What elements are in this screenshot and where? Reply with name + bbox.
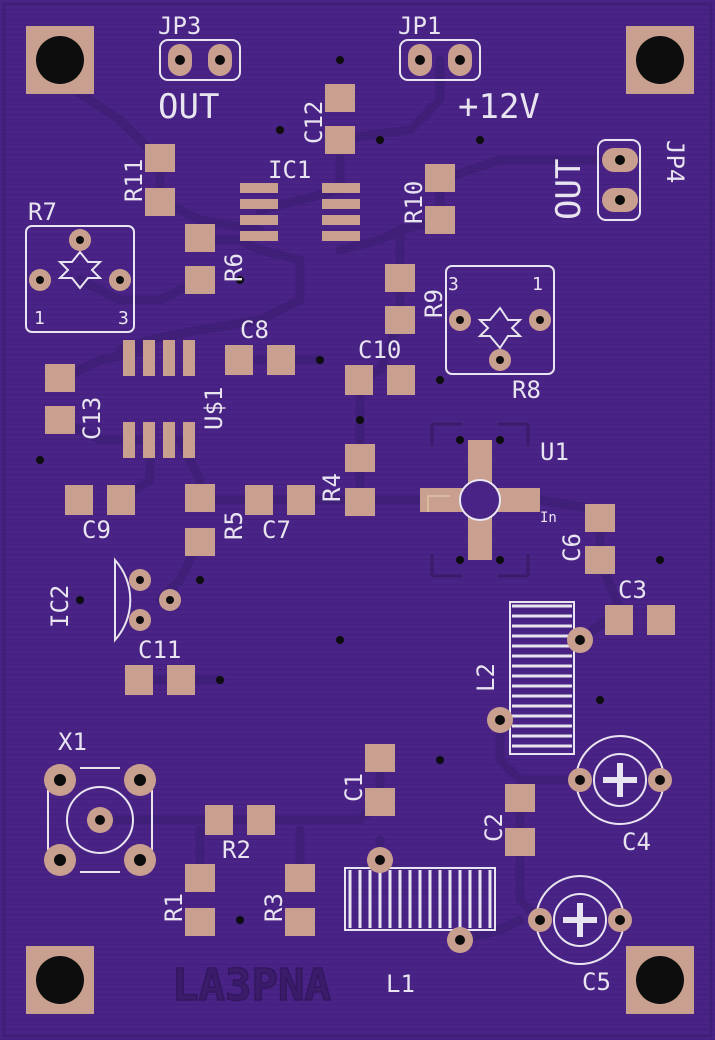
- label-r10: R10: [400, 181, 428, 224]
- label-r6: R6: [220, 253, 248, 282]
- label-c4: C4: [622, 828, 651, 856]
- label-c2: C2: [480, 813, 508, 842]
- label-r7-pin1: 1: [34, 308, 45, 329]
- ic1-package: [240, 183, 360, 241]
- inductor-l2: [487, 601, 593, 755]
- label-r1: R1: [160, 893, 188, 922]
- label-jp4: JP4: [661, 140, 689, 183]
- label-r8-pin1: 1: [532, 274, 543, 295]
- jumper-jp1: [399, 39, 481, 81]
- label-r11: R11: [120, 159, 148, 202]
- capacitor-c4: [568, 735, 672, 825]
- label-r7: R7: [28, 198, 57, 226]
- label-x1: X1: [58, 728, 87, 756]
- label-r8-pin3: 3: [448, 274, 459, 295]
- trimmer-r7: [25, 225, 135, 333]
- label-c13: C13: [78, 397, 106, 440]
- u-dollar-1-package: [123, 340, 195, 458]
- label-r5: R5: [220, 511, 248, 540]
- label-jp1-supply: +12V: [458, 87, 540, 127]
- inductor-l1: [344, 847, 496, 953]
- label-c1: C1: [340, 773, 368, 802]
- label-u1: U1: [540, 438, 569, 466]
- label-ic1: IC1: [268, 156, 311, 184]
- silkscreen-labels: JP3 OUT JP1 +12V JP4 OUT IC1 C12 R11 R10…: [28, 12, 689, 998]
- label-jp1: JP1: [398, 12, 441, 40]
- label-jp3: JP3: [158, 12, 201, 40]
- ic2-package: [114, 557, 181, 643]
- label-c5: C5: [582, 968, 611, 996]
- label-c8: C8: [240, 316, 269, 344]
- label-r9: R9: [420, 289, 448, 318]
- label-c12: C12: [300, 101, 328, 144]
- u1-package: [420, 422, 540, 578]
- connector-x1: [44, 764, 156, 876]
- label-l2: L2: [472, 663, 500, 692]
- smd-pads: [45, 84, 675, 936]
- label-u1-in: In: [540, 510, 557, 526]
- label-r7-pin3: 3: [118, 308, 129, 329]
- label-c11: C11: [138, 636, 181, 664]
- label-r3: R3: [260, 893, 288, 922]
- trimmer-r8: [445, 265, 555, 375]
- label-r2: R2: [222, 836, 251, 864]
- label-jp3-out: OUT: [158, 87, 219, 127]
- label-c7: C7: [262, 516, 291, 544]
- label-r8: R8: [512, 376, 541, 404]
- label-c3: C3: [618, 576, 647, 604]
- label-l1: L1: [386, 970, 415, 998]
- board-logo: LA3PNA: [172, 960, 331, 1011]
- label-ua1: U$1: [200, 387, 228, 430]
- label-c10: C10: [358, 336, 401, 364]
- vias: [36, 56, 664, 924]
- jumper-jp3: [159, 39, 241, 81]
- jumper-jp4: [597, 139, 641, 221]
- label-jp4-out: OUT: [549, 159, 589, 220]
- label-ic2: IC2: [46, 585, 74, 628]
- label-r4: R4: [318, 473, 346, 502]
- capacitor-c5: [528, 875, 632, 965]
- mounting-holes: [26, 26, 694, 1014]
- label-c9: C9: [82, 516, 111, 544]
- label-c6: C6: [558, 533, 586, 562]
